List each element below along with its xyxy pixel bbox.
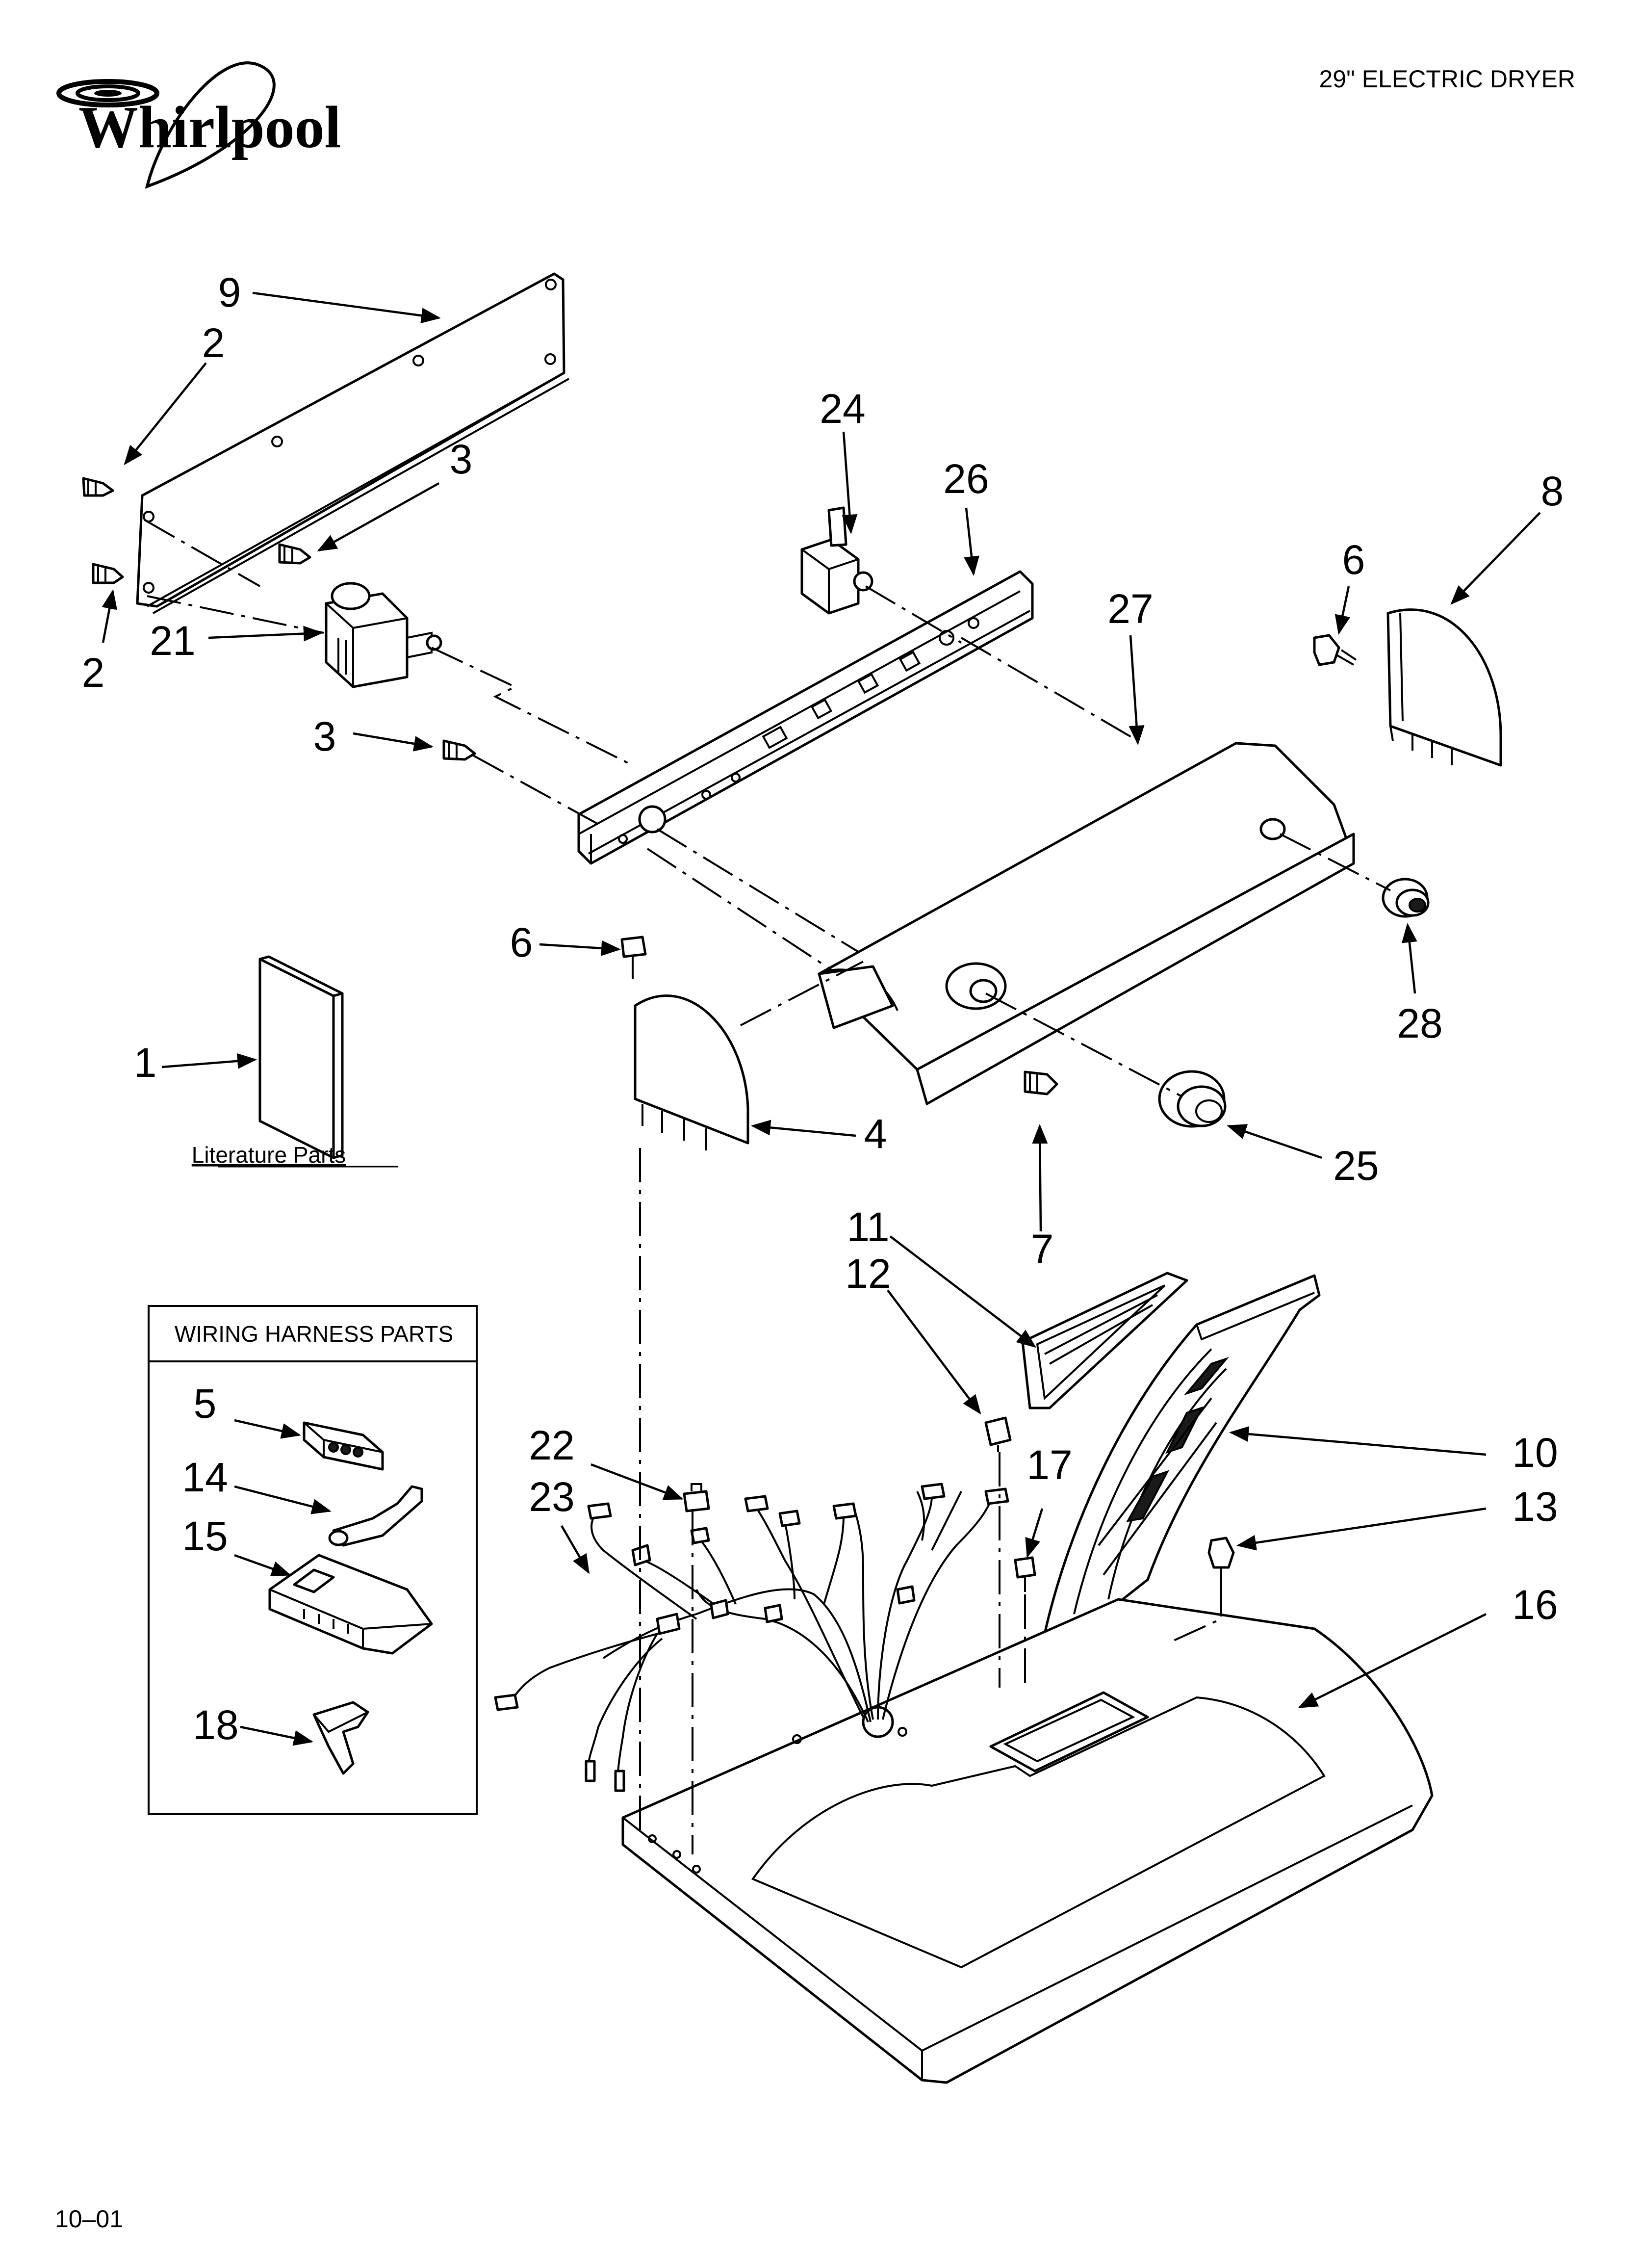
part-9-console-back-panel: [136, 272, 569, 614]
footer-code: 10–01: [55, 2205, 123, 2233]
callout-25: 25: [1333, 1143, 1379, 1189]
part-17-screw: [1014, 1556, 1036, 1592]
part-6-screw-left: [620, 936, 647, 979]
callout-2-upper: 2: [202, 320, 225, 366]
callout-21: 21: [150, 618, 195, 664]
part-3-screw-lower: [442, 739, 476, 761]
wiring-harness-box: [148, 1305, 478, 1815]
part-5-connector: [303, 1421, 384, 1471]
part-4-end-cap-left: [634, 994, 749, 1150]
callout-4: 4: [864, 1111, 887, 1157]
part-3-screw-upper: [278, 543, 311, 565]
part-27-console: [818, 742, 1355, 1105]
callout-22: 22: [529, 1422, 574, 1468]
callout-26: 26: [943, 456, 989, 502]
part-22-clip: [683, 1483, 710, 1512]
callout-10: 10: [1512, 1430, 1558, 1476]
leader-arrows: [102, 291, 1541, 1746]
logo-text: Whirlpool: [78, 94, 341, 160]
wiring-box-title: WIRING HARNESS PARTS: [175, 1321, 453, 1347]
callout-15: 15: [182, 1513, 228, 1559]
callout-3-upper: 3: [450, 436, 473, 482]
callout-7: 7: [1031, 1226, 1054, 1272]
callout-27: 27: [1107, 586, 1153, 632]
callout-16: 16: [1512, 1582, 1558, 1628]
part-18-retainer: [312, 1701, 369, 1775]
callout-6-right: 6: [1342, 537, 1365, 583]
callout-5: 5: [194, 1381, 217, 1427]
model-title: 29" ELECTRIC DRYER: [1319, 65, 1575, 93]
part-16-top-panel: [621, 1598, 1434, 2084]
callout-11: 11: [847, 1204, 889, 1250]
callout-labels: 9 2 3 2 21 3 24 26 27 8 6 6 28 1 4 25 7 …: [82, 269, 1564, 1748]
part-14-terminal: [328, 1485, 423, 1547]
part-26-control-bracket: [577, 570, 1034, 865]
callout-8: 8: [1541, 468, 1564, 514]
part-23-wiring-harness: [494, 1483, 1009, 1792]
callout-23: 23: [529, 1474, 574, 1520]
callout-14: 14: [182, 1454, 228, 1500]
callout-18: 18: [193, 1702, 238, 1748]
alignment-lines: [144, 519, 1391, 1854]
callout-9: 9: [218, 269, 241, 315]
part-8-end-cap-right: [1386, 608, 1502, 767]
part-12-clip: [984, 1416, 1012, 1452]
callout-2-lower: 2: [82, 650, 105, 696]
part-24-control-switch: [800, 506, 873, 615]
part-13-screw: [1207, 1537, 1235, 1582]
callout-24: 24: [820, 386, 865, 432]
part-1-literature: [258, 955, 344, 1159]
callout-1: 1: [134, 1040, 157, 1086]
part-11-lint-screen: [1021, 1272, 1188, 1409]
part-21-timer: [325, 582, 442, 688]
callout-6-left: 6: [510, 919, 533, 965]
part-7-screw: [1024, 1070, 1058, 1095]
callout-13: 13: [1512, 1484, 1558, 1530]
callout-3-lower: 3: [313, 713, 336, 759]
callout-12: 12: [845, 1251, 891, 1297]
callout-28: 28: [1397, 1000, 1442, 1046]
part-25-knob: [1158, 1070, 1227, 1128]
part-2-screw-upper: [82, 477, 114, 497]
part-10-lint-duct: [1043, 1274, 1321, 1635]
part-6-screw-right: [1313, 634, 1357, 666]
whirlpool-logo: Whirlpool: [56, 61, 341, 189]
part-28-knob: [1382, 878, 1430, 918]
part-2-screw-lower: [92, 563, 124, 584]
part-15-connector-block: [268, 1554, 433, 1655]
literature-label: Literature Parts: [192, 1142, 346, 1168]
callout-17: 17: [1026, 1442, 1072, 1488]
